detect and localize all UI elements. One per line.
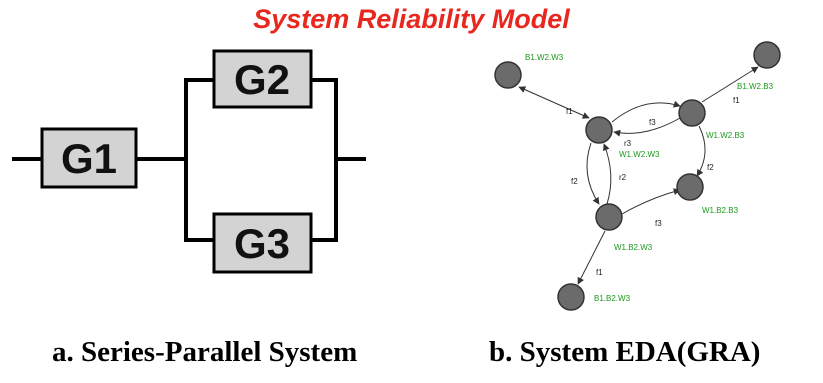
g1-label: G1 [61,135,117,182]
state-node-b1b2w3 [557,283,585,311]
state-label-w1w2b3: W1.W2.B3 [706,131,745,140]
state-node-w1w2w3 [585,116,613,144]
series-parallel-diagram: G1 G2 G3 [12,49,366,274]
g1-block [40,127,138,189]
transition-label-f1: f1 [733,96,740,105]
state-label-w1w2w3: W1.W2.W3 [619,150,660,159]
transition-label-f3: f3 [655,219,662,228]
state-node-w1b2b3 [676,173,704,201]
edge-w1b2w3-b1b2w3 [577,230,606,285]
state-label-w1b2w3: W1.B2.W3 [614,243,653,252]
eda-graph: B1.W2.W3 B1.W2.B3 W1.W2.W3 W1.W2.B3 W1.B… [494,41,781,311]
g2-label: G2 [234,56,290,103]
edge-w1w2b3-b1w2b3 [701,66,759,103]
transition-label-f1: f1 [596,268,603,277]
state-label-b1b2w3: B1.B2.W3 [594,294,631,303]
transition-label-r2: r2 [619,173,627,182]
state-node-b1w2b3 [753,41,781,69]
transition-label-r3: r3 [624,139,632,148]
transition-label-f3: f3 [649,118,656,127]
caption-series-parallel: a. Series-Parallel System [52,336,358,368]
transition-label-f2: f2 [571,177,578,186]
edge-w1w2b3-w1b2b3 [696,125,706,177]
caption-eda: b. System EDA(GRA) [489,336,761,368]
transition-label-f2: f2 [707,163,714,172]
g3-label: G3 [234,220,290,267]
g3-block [212,212,313,274]
edge-w1w2w3-w1b2w3 [586,142,600,205]
state-label-b1w2w3: B1.W2.W3 [525,53,564,62]
edge-w1b2w3-w1w2w3 [603,143,612,205]
state-label-b1w2b3: B1.W2.B3 [737,82,774,91]
edge-w1w2w3-w1w2b3 [611,100,681,123]
g2-block [212,49,313,109]
edge-b1w2w3-w1w2w3 [518,86,590,119]
state-node-b1w2w3 [494,61,522,89]
edge-w1w2b3-w1w2w3 [613,117,681,137]
state-label-w1b2b3: W1.B2.B3 [702,206,739,215]
state-node-w1w2b3 [678,99,706,127]
state-node-w1b2w3 [595,203,623,231]
figure-title: System Reliability Model [253,4,570,34]
edge-w1b2w3-w1b2b3 [621,188,681,215]
transition-label-f1: f1 [566,107,573,116]
